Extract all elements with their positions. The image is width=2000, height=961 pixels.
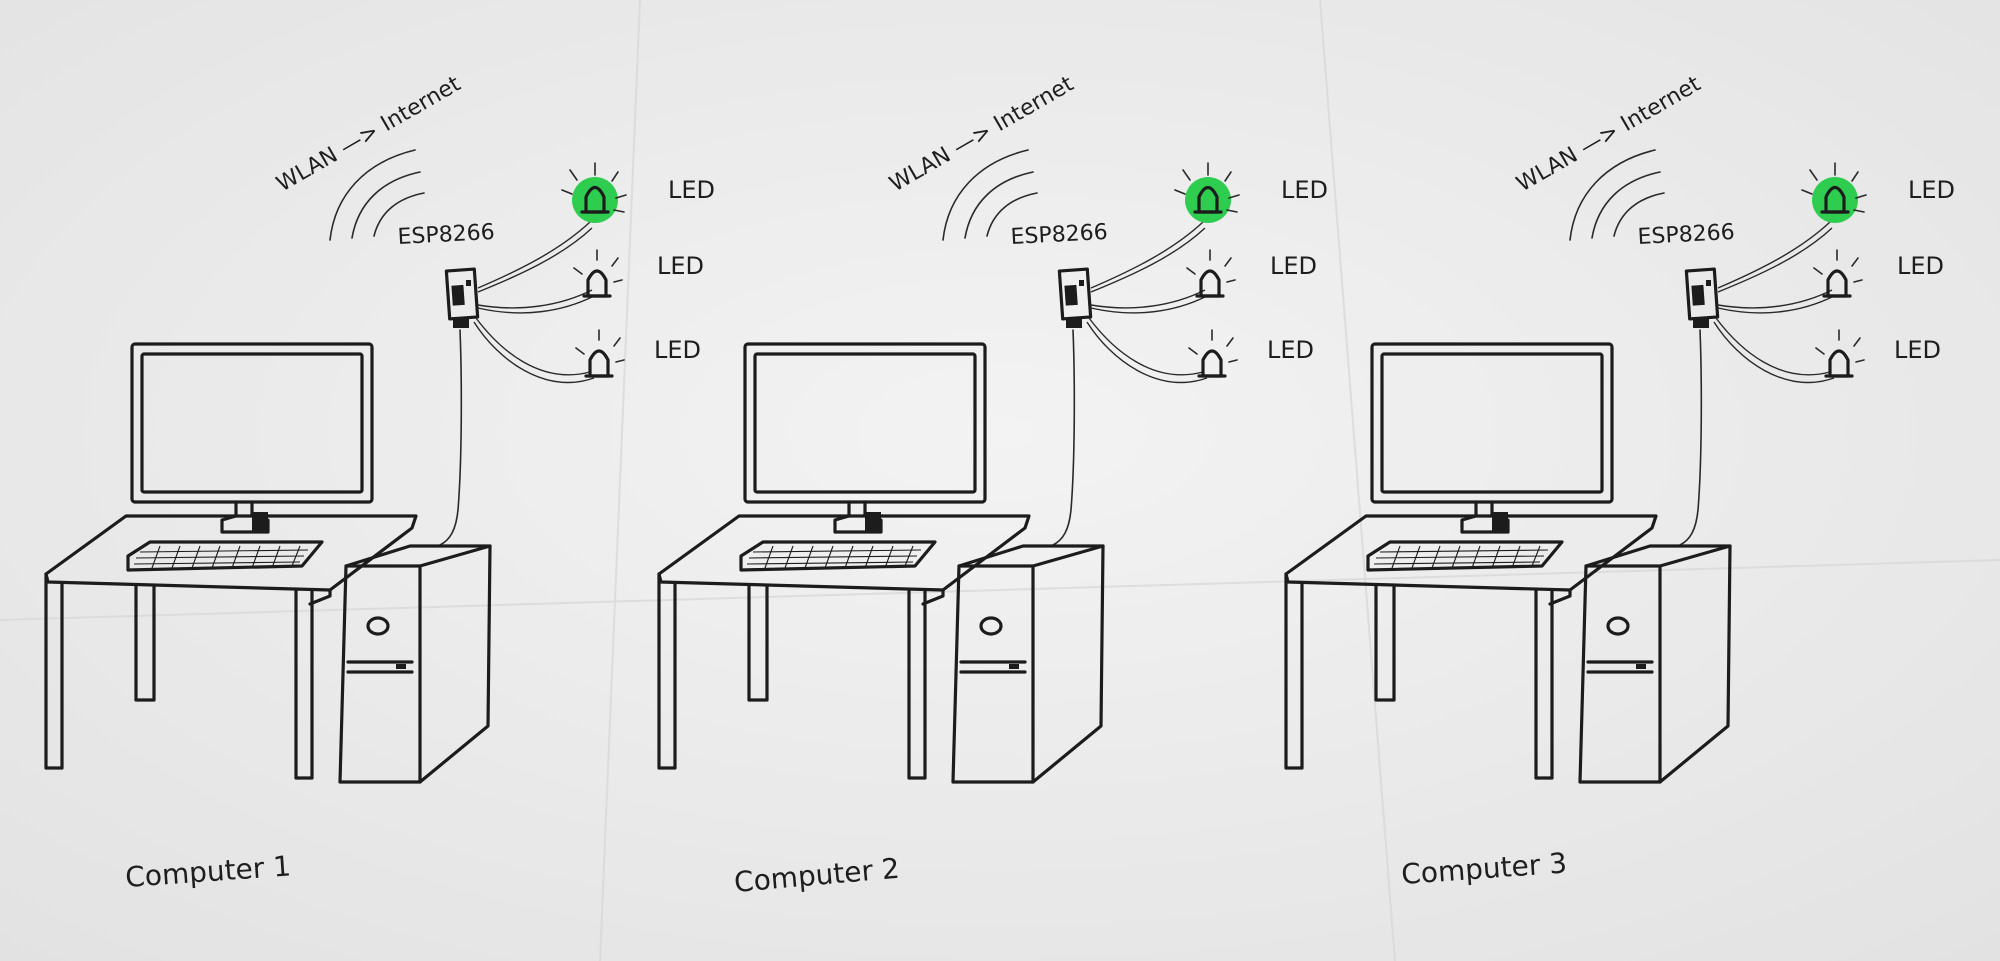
esp8266-label: ESP8266 <box>1637 220 1735 250</box>
led-2-off <box>1186 249 1236 298</box>
power-cable <box>439 329 463 546</box>
led-1-label: LED <box>668 176 715 204</box>
keyboard <box>739 540 937 572</box>
pc-tower <box>338 544 492 784</box>
wifi-icon <box>1569 149 1665 241</box>
led-2-label: LED <box>657 252 704 280</box>
led-1-on <box>561 162 627 223</box>
led-3-off <box>1815 329 1865 378</box>
led-1-on <box>1174 162 1240 223</box>
esp8266-module <box>1057 267 1093 328</box>
led-3-label: LED <box>654 336 701 364</box>
desk <box>44 514 418 780</box>
led-wires <box>473 221 595 384</box>
keyboard <box>126 540 324 572</box>
led-1-on <box>1801 162 1867 223</box>
led-2-off <box>573 249 623 298</box>
power-cable <box>1052 329 1076 546</box>
esp8266-module <box>1684 267 1720 328</box>
led-2-label: LED <box>1270 252 1317 280</box>
led-3-off <box>1188 329 1238 378</box>
esp8266-module <box>444 267 480 328</box>
power-cable <box>1679 329 1703 546</box>
desk <box>1284 514 1658 780</box>
desk <box>657 514 1031 780</box>
wifi-icon <box>329 149 425 241</box>
led-1-label: LED <box>1281 176 1328 204</box>
led-3-label: LED <box>1267 336 1314 364</box>
led-2-label: LED <box>1897 252 1944 280</box>
led-2-off <box>1813 249 1863 298</box>
wifi-icon <box>942 149 1038 241</box>
led-1-label: LED <box>1908 176 1955 204</box>
led-3-off <box>575 329 625 378</box>
led-wires <box>1086 221 1208 384</box>
pc-tower <box>951 544 1105 784</box>
led-wires <box>1713 221 1835 384</box>
pc-tower <box>1578 544 1732 784</box>
esp8266-label: ESP8266 <box>397 220 495 250</box>
esp8266-label: ESP8266 <box>1010 220 1108 250</box>
keyboard <box>1366 540 1564 572</box>
led-3-label: LED <box>1894 336 1941 364</box>
